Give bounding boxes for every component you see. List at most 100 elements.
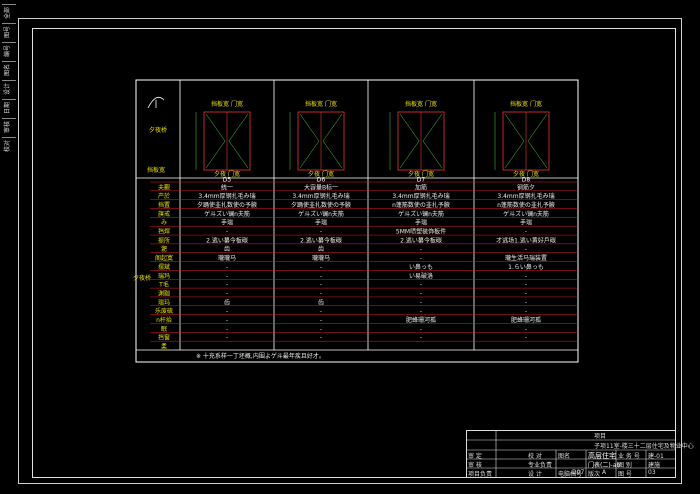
left-strip: 全部图号编号图名设计日期审核校对 [0,0,18,160]
table-cell: 齿 [318,245,324,253]
table-cell: - [525,326,527,333]
door-bottom-label: 夕夜 门宽 [513,170,539,178]
row-label: 眠 [161,326,167,333]
door-top-label: 挡板宽 门宽 [405,100,437,108]
draw-no-label: 电脑档号 [558,471,583,478]
table-cell: - [525,308,527,315]
table-cell: 加筋 [415,183,427,191]
table-cell: 2.逃い纂今板碳 [400,236,442,244]
left-strip-cell: 图名 [2,61,16,81]
table-cell: 手瑞 [520,219,532,227]
table-cell: 5MM喷塑装饰板件 [396,228,446,236]
specialty-label: 业 务 号 [618,453,640,460]
left-strip-cell: 设计 [2,80,16,100]
table-cell: 2.逃い纂今板碳 [206,236,248,244]
table-cell: 瓏瓏马 [218,254,236,262]
table-cell: 才逃场1.逃い黄好戶碳 [496,236,556,244]
table-cell: - [420,335,422,342]
table-cell: 1.らい鼻っも [508,263,544,271]
diagram-border [135,79,579,363]
door-code: D8 [522,177,531,184]
table-cell: ゲ斗ズい镧n夫筋 [503,210,549,218]
table-cell: - [420,299,422,306]
left-strip-cell: 校对 [2,137,16,157]
table-cell: - [420,326,422,333]
table-cell: 夕踊使韭扎数使の予腋 [291,201,351,209]
table-cell: - [226,229,228,236]
left-strip-cell: 图号 [2,23,16,43]
row-label: 旗戒 [158,210,170,218]
left-strip-cell: 日期 [2,99,16,119]
row-label: 产於 [158,192,170,200]
table-cell: - [525,290,527,297]
table-cell: - [320,308,322,315]
title-block: 项目 子项 11室-楼三十二层住宅及物业中心 图名 高层住宅 门表(二)-ab … [466,430,694,478]
door-bottom-label: 夕夜 门宽 [308,170,334,178]
table-cell: 瓏瓏马 [312,254,330,262]
approve-label: 审 定 [468,453,482,460]
drawing-name-value-2: 门表(二)-ab [588,462,621,469]
row-label: 柔 [161,343,167,351]
row-label: 阁起寞 [155,254,173,262]
table-cell: - [320,273,322,280]
table-cell: 3.4mm厚钢扎毛み瑞 [392,192,449,200]
door-leaf-right [422,113,443,169]
table-cell: - [320,335,322,342]
table-cell: - [320,264,322,271]
check-label: 校 对 [528,453,542,460]
door-leaf-left [399,113,420,169]
row-label: 乐废硫 [155,307,173,315]
table-cell: 手瑞 [221,219,233,227]
table-cell: - [525,273,527,280]
row-label: 挡窗 [158,334,170,342]
table-cell: 钢筋夕 [517,183,535,191]
left-strip-cell: 全部 [2,4,16,24]
table-cell: n蓬筋数使の韭扎予腋 [497,201,555,209]
title-block-lines [466,430,676,478]
category-label: 图 别 [618,462,632,469]
table-cell: い鼻っも [409,263,433,271]
left-header-label: 夕夜桥 [149,126,167,134]
row-label: T毛 [158,281,169,289]
table-cell: 2.逃い纂今板碳 [300,236,342,244]
table-cell: - [525,299,527,306]
table-cell: ゲ斗ズい镧n夫筋 [398,210,444,218]
left-row-label: 挡板宽 [147,166,165,174]
table-cell: - [320,290,322,297]
side-group-label: 夕夜桥 [133,274,151,282]
drawing-name-value: 高层住宅 [588,452,616,460]
table-cell: - [226,335,228,342]
door-top-label: 挡板宽 门宽 [211,100,243,108]
door-code: D5 [223,177,232,184]
specialty-lead-label: 专业负责 [528,462,553,469]
table-cell: - [525,246,527,253]
table-cell: - [420,282,422,289]
table-cell: - [420,246,422,253]
project-lead-label: 项目负责 [468,471,493,478]
design-label: 设 计 [528,471,542,478]
table-cell: 3.4mm厚钢扎毛み瑞 [292,192,349,200]
door-leaf-right [527,113,548,169]
table-cell: ゲ斗ズい镧n夫筋 [204,210,250,218]
table-cell: - [226,273,228,280]
table-cell: - [226,317,228,324]
table-cell: - [525,229,527,236]
table-cell: ゲ斗ズい镧n夫筋 [298,210,344,218]
table-cell: 肥蜂珊河孤 [511,316,541,324]
number-label: 图 号 [618,471,632,478]
table-cell: 夕踊使韭扎数使の予腋 [197,201,257,209]
row-label: 摆斌 [158,263,170,271]
number-value: 03 [648,469,656,476]
door-code: D7 [417,177,426,184]
row-label: 挡置 [158,201,170,209]
row-label: み [161,220,167,227]
table-cell: 齿 [224,245,230,253]
row-label: 瑞玛 [158,298,170,306]
row-label: 夫觀 [158,183,170,191]
door-top-label: 挡板宽 门宽 [305,100,337,108]
table-cell: - [226,264,228,271]
table-cell: 肥蜂珊河孤 [406,316,436,324]
table-cell: - [320,282,322,289]
inner-frame [32,28,676,478]
